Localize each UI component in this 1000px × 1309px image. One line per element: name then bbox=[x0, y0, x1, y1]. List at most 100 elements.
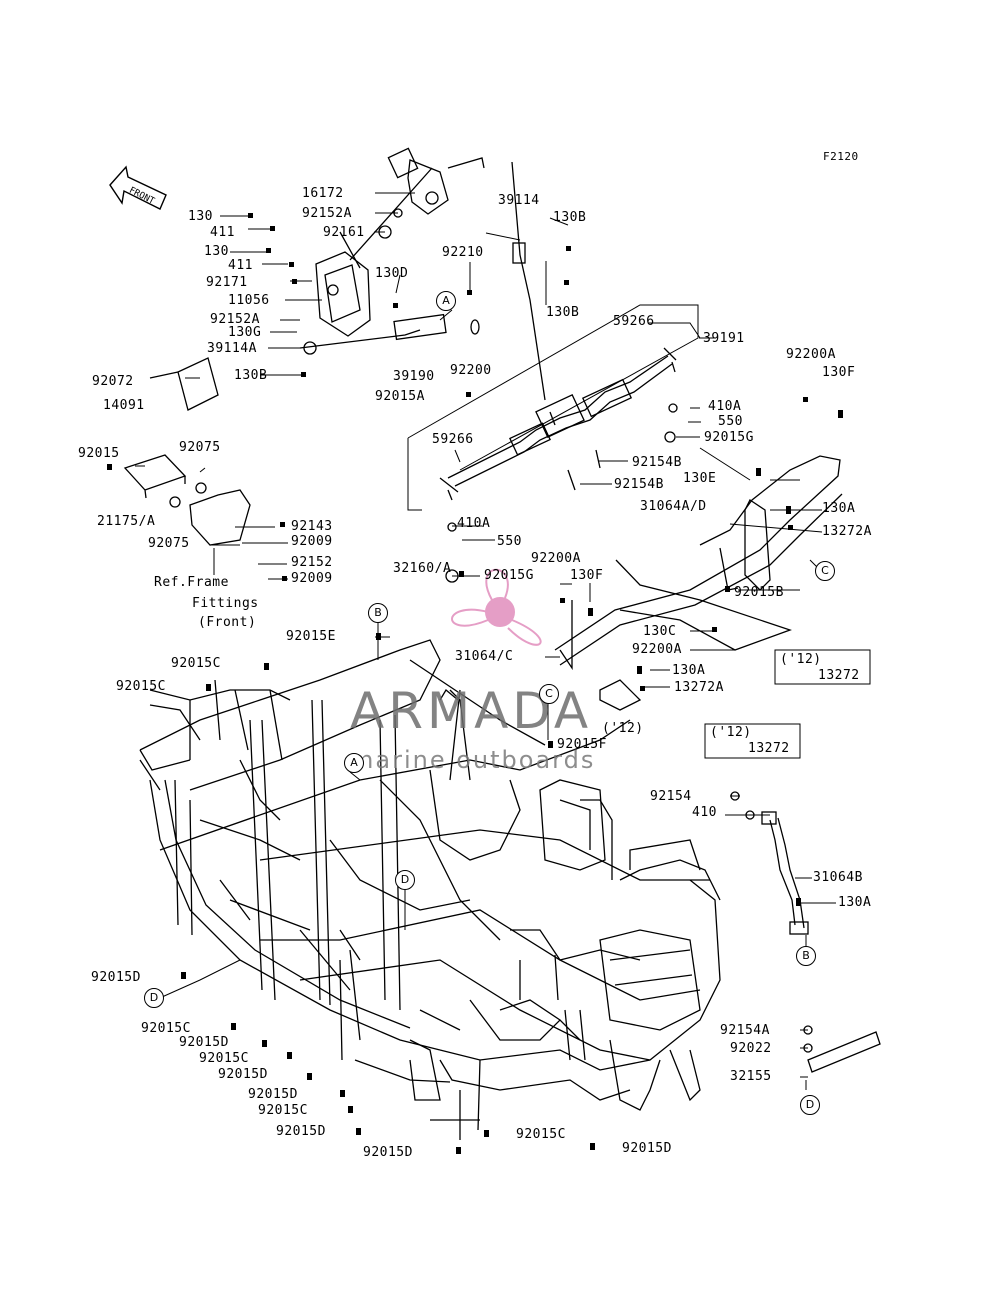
part-number-label: 39191 bbox=[703, 331, 745, 346]
front-arrow-icon: FRONT bbox=[109, 165, 167, 210]
callout-b: B bbox=[796, 946, 816, 966]
part-number-label: 92015D bbox=[91, 970, 141, 985]
part-number-label: 92171 bbox=[206, 275, 248, 290]
callout-a: A bbox=[436, 291, 456, 311]
callout-a: A bbox=[344, 753, 364, 773]
part-number-label: 130B bbox=[546, 305, 580, 320]
plate-32155 bbox=[807, 1031, 881, 1073]
part-number-label: 31064B bbox=[813, 870, 863, 885]
part-number-label: 39190 bbox=[393, 369, 435, 384]
part-number-label: 130E bbox=[683, 471, 717, 486]
part-number-label: 13272A bbox=[674, 680, 724, 695]
part-number-label: 92009 bbox=[291, 534, 333, 549]
part-number-label: 92015A bbox=[375, 389, 425, 404]
part-number-label: 92152A bbox=[210, 312, 260, 327]
ref-note-line: Ref.Frame bbox=[154, 575, 229, 590]
part-number-label: 21175/A bbox=[97, 514, 156, 529]
part-number-label: 16172 bbox=[302, 186, 344, 201]
part-number-label: 92200A bbox=[632, 642, 682, 657]
bracket-plate bbox=[299, 167, 480, 355]
ref-note-line: Fittings bbox=[192, 596, 259, 611]
part-number-label: 92154 bbox=[650, 789, 692, 804]
part-number-label: 92009 bbox=[291, 571, 333, 586]
part-number-label: 92015B bbox=[734, 585, 784, 600]
part-number-label: 14091 bbox=[103, 398, 145, 413]
part-number-label: 130A bbox=[822, 501, 856, 516]
part-number-label: 92015C bbox=[516, 1127, 566, 1142]
part-number-label: 130C bbox=[643, 624, 677, 639]
figure-code: F2120 bbox=[823, 150, 859, 163]
callout-d: D bbox=[144, 988, 164, 1008]
part-number-label: 92015C bbox=[199, 1051, 249, 1066]
part-number-label: 130F bbox=[822, 365, 856, 380]
year-note-label: ('12) bbox=[602, 721, 644, 736]
part-number-label: 410A bbox=[457, 516, 491, 531]
fasteners bbox=[107, 213, 843, 1154]
part-number-label: 92200A bbox=[786, 347, 836, 362]
watermark-logo bbox=[451, 568, 542, 646]
part-number-label: 39114A bbox=[207, 341, 257, 356]
part-number-label: 92154B bbox=[632, 455, 682, 470]
part-number-label: 13272A bbox=[822, 524, 872, 539]
part-number-label: 92075 bbox=[148, 536, 190, 551]
part-number-label: 92015G bbox=[484, 568, 534, 583]
year-note-part: 13272 bbox=[748, 741, 790, 756]
part-number-label: 130A bbox=[838, 895, 872, 910]
part-number-label: 59266 bbox=[432, 432, 474, 447]
part-number-label: 92022 bbox=[730, 1041, 772, 1056]
part-number-label: 31064/C bbox=[455, 649, 514, 664]
callout-d: D bbox=[800, 1095, 820, 1115]
part-number-label: 130B bbox=[553, 210, 587, 225]
callout-b: B bbox=[368, 603, 388, 623]
part-number-label: 92154A bbox=[720, 1023, 770, 1038]
part-number-label: 92154B bbox=[614, 477, 664, 492]
part-number-label: 92015C bbox=[258, 1103, 308, 1118]
part-number-label: 11056 bbox=[228, 293, 270, 308]
part-number-label: 92015G bbox=[704, 430, 754, 445]
part-number-label: 410 bbox=[692, 805, 717, 820]
part-number-label: 130F bbox=[570, 568, 604, 583]
tie-rod-assembly bbox=[439, 161, 678, 583]
year-note-label: ('12) bbox=[710, 725, 752, 740]
part-number-label: 92015C bbox=[171, 656, 221, 671]
part-number-label: 92015D bbox=[179, 1035, 229, 1050]
cross-member bbox=[554, 455, 843, 711]
part-number-label: 39114 bbox=[498, 193, 540, 208]
part-number-label: 92200 bbox=[450, 363, 492, 378]
part-number-label: 550 bbox=[497, 534, 522, 549]
part-number-label: 31064A/D bbox=[640, 499, 707, 514]
part-number-label: 32160/A bbox=[393, 561, 452, 576]
main-frame bbox=[139, 639, 721, 1140]
callout-d: D bbox=[395, 870, 415, 890]
part-number-label: 92015C bbox=[116, 679, 166, 694]
part-number-label: 92015D bbox=[276, 1124, 326, 1139]
part-number-label: 59266 bbox=[613, 314, 655, 329]
part-number-label: 92075 bbox=[179, 440, 221, 455]
part-number-label: 92143 bbox=[291, 519, 333, 534]
ref-note-line: (Front) bbox=[198, 615, 257, 630]
year-note-label: ('12) bbox=[780, 652, 822, 667]
part-number-label: 92015D bbox=[363, 1145, 413, 1160]
part-number-label: 410A bbox=[708, 399, 742, 414]
part-number-label: 92015C bbox=[141, 1021, 191, 1036]
steering-gearbox bbox=[378, 147, 485, 239]
part-number-label: 92161 bbox=[323, 225, 365, 240]
part-number-label: 130 bbox=[204, 244, 229, 259]
watermark-tagline: marine outboards bbox=[350, 746, 596, 774]
part-number-label: 550 bbox=[718, 414, 743, 429]
part-number-label: 92015F bbox=[557, 737, 607, 752]
part-number-label: 411 bbox=[210, 225, 235, 240]
part-number-label: 92015E bbox=[286, 629, 336, 644]
part-number-label: 92072 bbox=[92, 374, 134, 389]
part-number-label: 92152 bbox=[291, 555, 333, 570]
part-number-label: 130B bbox=[234, 368, 268, 383]
part-number-label: 92200A bbox=[531, 551, 581, 566]
part-number-label: 130A bbox=[672, 663, 706, 678]
part-number-label: 130 bbox=[188, 209, 213, 224]
part-number-label: 92015D bbox=[218, 1067, 268, 1082]
callout-c: C bbox=[539, 684, 559, 704]
part-number-label: 411 bbox=[228, 258, 253, 273]
part-number-label: 92015D bbox=[622, 1141, 672, 1156]
